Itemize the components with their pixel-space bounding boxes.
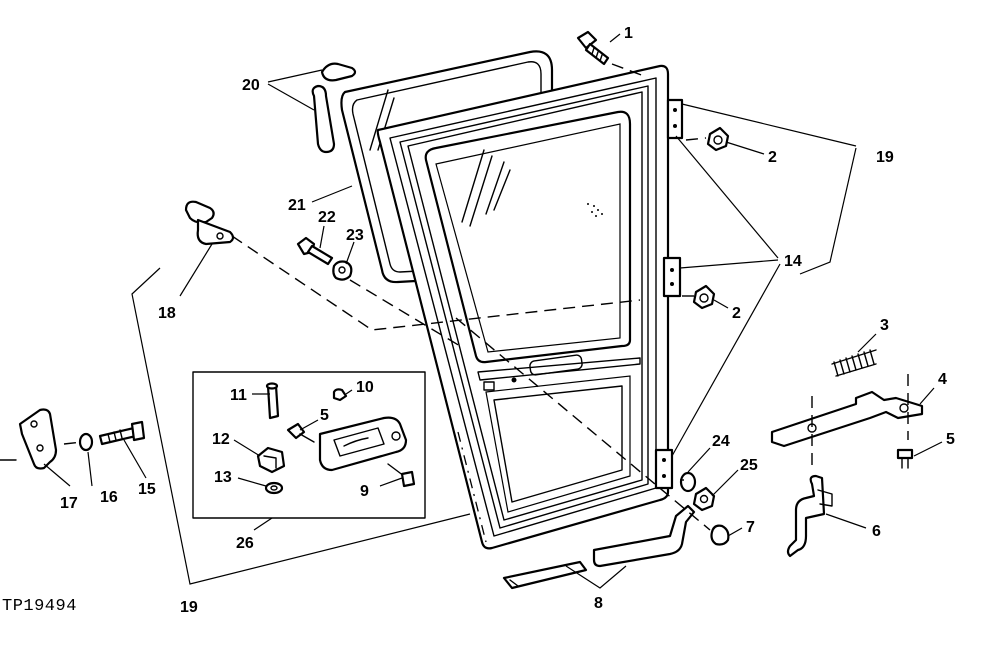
weather-strips: [311, 62, 357, 154]
screw-5-right: [896, 448, 914, 469]
callout-19-right: 19: [876, 149, 894, 166]
nut-2-lower: [692, 284, 716, 310]
washer-24: [679, 471, 697, 493]
bolt-15: [98, 420, 146, 446]
callout-5-box: 5: [320, 407, 329, 424]
callout-14: 14: [784, 253, 802, 270]
nut-23: [332, 260, 353, 281]
bracket-4: [770, 374, 924, 470]
figure-id: TP19494: [2, 597, 77, 616]
washer-16: [78, 432, 94, 452]
cap-7: [710, 524, 730, 546]
callout-25: 25: [740, 457, 758, 474]
callout-17: 17: [60, 495, 78, 512]
callout-6: 6: [872, 523, 881, 540]
callout-5-right: 5: [946, 431, 955, 448]
callout-24: 24: [712, 433, 730, 450]
callout-10: 10: [356, 379, 374, 396]
nut-25: [692, 486, 716, 512]
callout-1: 1: [624, 25, 633, 42]
latch-rod-6: [786, 474, 833, 558]
spring-3: [831, 349, 877, 377]
callout-21: 21: [288, 197, 306, 214]
callout-2-upper: 2: [768, 149, 777, 166]
bolt-22: [296, 236, 334, 266]
callout-9: 9: [360, 483, 369, 500]
callout-11: 11: [230, 387, 247, 404]
stipple-texture: [587, 203, 603, 217]
callout-labels: 1 2 2 3 4 5 6 7 8 14 19 19 20 21 22 23 2…: [60, 25, 955, 616]
striker-plate-17: [0, 408, 58, 470]
callout-22: 22: [318, 209, 336, 226]
nut-2-upper: [706, 126, 730, 152]
callout-23: 23: [346, 227, 364, 244]
callout-26: 26: [236, 535, 254, 552]
bolt-1: [576, 30, 610, 66]
callout-3: 3: [880, 317, 889, 334]
callout-2-lower: 2: [732, 305, 741, 322]
seal-8-left: [502, 560, 588, 590]
callout-15: 15: [138, 481, 156, 498]
callout-7: 7: [746, 519, 755, 536]
leader-lines: [43, 33, 943, 589]
callout-18: 18: [158, 305, 176, 322]
callout-8: 8: [594, 595, 603, 612]
callout-13: 13: [214, 469, 232, 486]
callout-20: 20: [242, 77, 260, 94]
callout-16: 16: [100, 489, 118, 506]
latch-kit-box-26: [192, 371, 426, 519]
door-frame: [376, 64, 684, 550]
callout-12: 12: [212, 431, 230, 448]
seal-8-right: [592, 504, 696, 568]
callout-19-left: 19: [180, 599, 198, 616]
assembly-lines: [63, 63, 711, 531]
callout-4: 4: [938, 371, 947, 388]
knob-18: [184, 200, 235, 246]
